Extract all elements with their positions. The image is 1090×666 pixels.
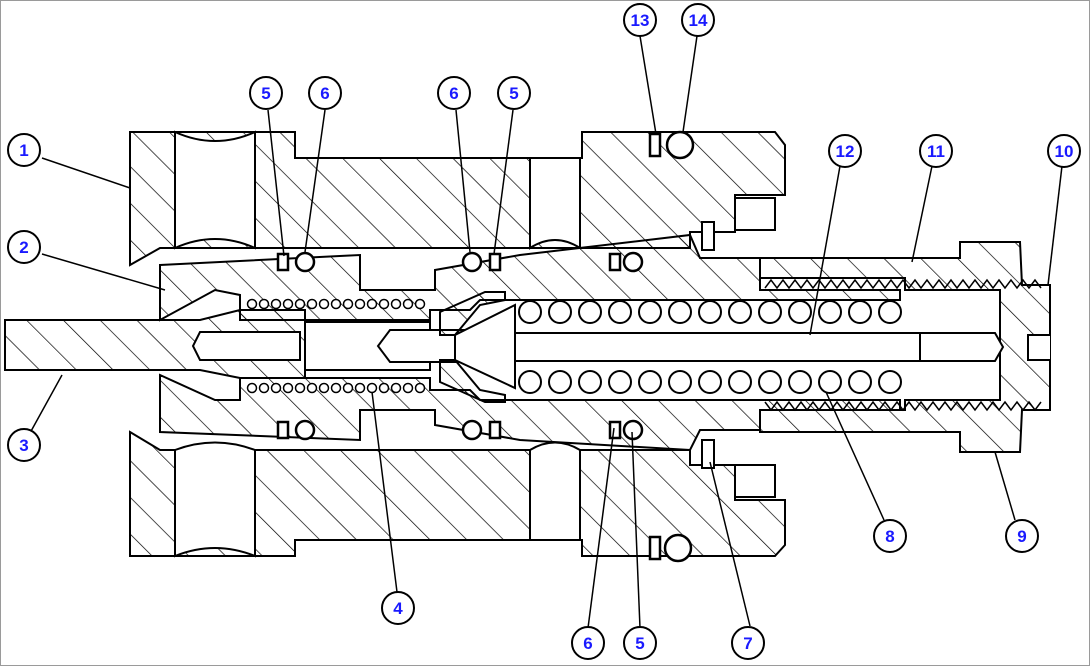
callout-circle xyxy=(623,3,657,37)
small-spring xyxy=(246,298,426,394)
callout-number: 10 xyxy=(1055,142,1074,161)
callout-circle xyxy=(681,3,715,37)
callout-circle xyxy=(381,591,415,625)
callout-circle xyxy=(873,519,907,553)
callout-number: 5 xyxy=(635,634,644,653)
callout-6: 6 xyxy=(571,626,605,660)
thread-teeth xyxy=(764,278,1042,412)
callout-number: 5 xyxy=(261,84,270,103)
callout-circle xyxy=(828,134,862,168)
callout-5: 5 xyxy=(497,76,531,110)
callout-number: 2 xyxy=(19,238,28,257)
callout-circle xyxy=(919,134,953,168)
callout-1: 1 xyxy=(7,133,41,167)
valve-body xyxy=(129,131,786,557)
callout-9: 9 xyxy=(1005,519,1039,553)
callout-number: 12 xyxy=(836,142,855,161)
callout-number: 4 xyxy=(393,599,403,618)
callout-number: 11 xyxy=(927,142,945,161)
callout-number: 1 xyxy=(19,141,28,160)
callout-number: 6 xyxy=(583,634,592,653)
callout-number: 5 xyxy=(509,84,518,103)
callout-number: 9 xyxy=(1017,527,1026,546)
callout-circle xyxy=(623,626,657,660)
callout-circle xyxy=(7,428,41,462)
callout-circle xyxy=(437,76,471,110)
stem-bore xyxy=(191,331,301,361)
adjusting-nut xyxy=(759,241,1051,453)
poppet-guide xyxy=(439,291,506,403)
leader-lines xyxy=(29,35,1063,629)
callout-circle xyxy=(571,626,605,660)
callout-circle xyxy=(7,133,41,167)
callout-circle xyxy=(731,626,765,660)
callout-circle xyxy=(497,76,531,110)
callout-13: 13 xyxy=(623,3,657,37)
callout-number: 7 xyxy=(743,634,752,653)
callout-5: 5 xyxy=(249,76,283,110)
callout-circle xyxy=(1047,134,1081,168)
callout-number: 14 xyxy=(689,11,708,30)
callout-7: 7 xyxy=(731,626,765,660)
callout-circle xyxy=(249,76,283,110)
callout-number: 3 xyxy=(19,436,28,455)
callout-number: 8 xyxy=(885,527,894,546)
callout-10: 10 xyxy=(1047,134,1081,168)
callout-2: 2 xyxy=(7,230,41,264)
seal-rings xyxy=(276,130,695,563)
retaining-ring xyxy=(701,221,715,469)
callout-circle xyxy=(7,230,41,264)
callout-6: 6 xyxy=(437,76,471,110)
callout-number: 6 xyxy=(320,84,329,103)
nut-slot xyxy=(1027,334,1050,361)
callout-circle xyxy=(1005,519,1039,553)
callout-14: 14 xyxy=(681,3,715,37)
main-spring xyxy=(518,300,902,394)
callout-number: 13 xyxy=(631,11,650,30)
poppet-pin xyxy=(304,303,1005,390)
callout-12: 12 xyxy=(828,134,862,168)
callout-number: 6 xyxy=(449,84,458,103)
callout-4: 4 xyxy=(381,591,415,625)
callout-8: 8 xyxy=(873,519,907,553)
callout-11: 11 xyxy=(919,134,953,168)
callout-5: 5 xyxy=(623,626,657,660)
callout-3: 3 xyxy=(7,428,41,462)
callout-6: 6 xyxy=(308,76,342,110)
callout-circle xyxy=(308,76,342,110)
